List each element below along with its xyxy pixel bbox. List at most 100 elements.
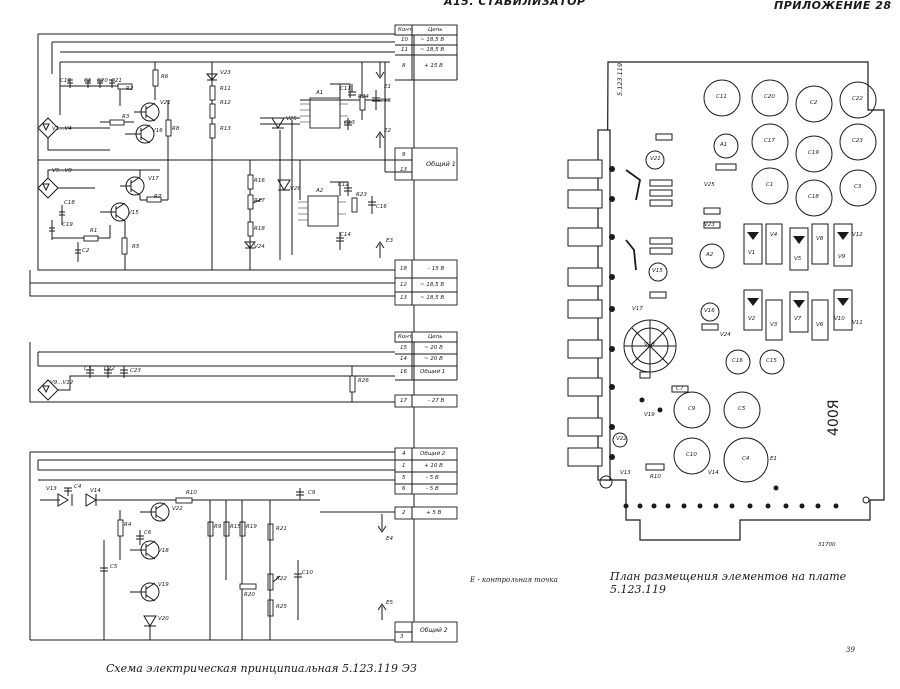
board-cap-c11 — [703, 79, 741, 117]
label-v23: V23 — [220, 70, 231, 76]
board-cap-c23 — [839, 123, 877, 161]
table-middle-circuit: - 27 В — [428, 398, 445, 404]
label-c19: С19 — [62, 222, 73, 228]
schematic-header-title: А15. СТАБИЛИЗАТОР — [444, 0, 586, 8]
table-top-header-contact: Конт. — [398, 27, 414, 33]
label-r10: R10 — [186, 490, 197, 496]
board-label-v24: V24 — [720, 332, 731, 338]
label-e2: Е2 — [384, 128, 391, 134]
label-r2: R2 — [126, 86, 134, 92]
label-r24: R24 — [358, 94, 369, 100]
table-middle-pin: 15 — [400, 345, 407, 351]
board-label-v21: V21 — [650, 156, 661, 162]
board-cap-c19 — [795, 135, 833, 173]
label-r1: R1 — [90, 228, 98, 234]
table-top-header-circuit: Цепь — [428, 27, 443, 33]
table-bottom-circuit: + 10 В — [424, 463, 443, 469]
table-middle-pin: 14 — [400, 356, 407, 362]
board-cap-c9 — [673, 391, 711, 429]
board-label-v9: V9 — [838, 254, 846, 260]
table-top-circuit: Общий 1 — [426, 160, 456, 168]
board-label-a2: А2 — [706, 252, 714, 258]
label-c2: С2 — [82, 248, 90, 254]
label-r22: R22 — [276, 576, 287, 582]
label-c22: С22 — [104, 366, 115, 372]
board-cap-c4 — [723, 437, 769, 483]
board-label-v14: V14 — [708, 470, 719, 476]
table-top-pin: 18 — [400, 266, 407, 272]
board-label-c16: С16 — [732, 358, 743, 364]
table-top-circuit: + 15 В — [424, 63, 443, 69]
label-r17: R17 — [254, 198, 265, 204]
board-label-v17: V17 — [632, 306, 643, 312]
board-label-v6: V6 — [816, 322, 824, 328]
label-c6: С6 — [144, 530, 152, 536]
table-bottom-circuit: Общий 2 — [420, 627, 448, 634]
board-diodes — [743, 223, 853, 341]
board-label-v11: V11 — [852, 320, 863, 326]
label-r9: R9 — [214, 524, 222, 530]
label-r20: R20 — [244, 592, 255, 598]
board-label-c20: С20 — [764, 94, 775, 100]
label-r13: R13 — [220, 126, 231, 132]
table-top-pin: 13 — [400, 295, 407, 301]
label-c15: С15 — [380, 98, 391, 104]
label-r11: R11 — [220, 86, 231, 92]
label-r4: R4 — [124, 522, 132, 528]
board-label-v5: V5 — [794, 256, 802, 262]
board-cap-c5 — [723, 391, 761, 429]
board-label-v15: V15 — [652, 268, 663, 274]
schematic-caption: Схема электрическая принципиальная 5.123… — [106, 662, 417, 675]
label-v14: V14 — [90, 488, 101, 494]
board-label-v7: V7 — [794, 316, 802, 322]
board-label-c3: С3 — [854, 184, 862, 190]
board-cap-c2 — [795, 85, 833, 123]
board-cap-c10 — [673, 437, 711, 475]
table-top-pin: 11 — [401, 47, 408, 53]
label-v24: V24 — [254, 244, 265, 250]
board-label-c2: С2 — [810, 100, 818, 106]
test-point-note: Е - контрольная точка — [470, 576, 558, 584]
label-v25: V25 — [286, 116, 297, 122]
board-label-v12: V12 — [852, 232, 863, 238]
table-top-pin: 9 — [402, 152, 406, 158]
label-c21: С21 — [111, 78, 122, 84]
table-top-pin: 13 — [400, 167, 407, 173]
connector-table-middle — [394, 331, 458, 408]
label-c17: С17 — [60, 78, 71, 84]
label-c9: С9 — [308, 490, 316, 496]
table-top-pin: 12 — [400, 282, 407, 288]
label-c13: С13 — [344, 120, 355, 126]
board-caption: План размещения элементов на плате 5.123… — [610, 570, 847, 596]
table-middle-circuit: ~ 20 В — [424, 356, 443, 362]
table-bottom-pin: 1 — [402, 463, 406, 469]
label-v26: V26 — [290, 186, 301, 192]
label-e1: Е1 — [384, 84, 391, 90]
label-v21: V21 — [160, 100, 171, 106]
table-bottom-pin: 3 — [400, 634, 404, 640]
label-r6: R6 — [161, 74, 169, 80]
board-code-bottom: 31700 — [818, 542, 836, 548]
label-c10: С10 — [302, 570, 313, 576]
table-middle-circuit: ~ 20 В — [424, 345, 443, 351]
board-label-c18: С18 — [808, 194, 819, 200]
board-label-c5: С5 — [738, 406, 746, 412]
table-top-pin: 10 — [401, 37, 408, 43]
board-cap-c17 — [751, 123, 789, 161]
section-5v-10v — [29, 451, 395, 641]
label-e5: Е5 — [386, 600, 393, 606]
table-top-circuit: ~ 18,5 В — [420, 47, 445, 53]
board-label-c23: С23 — [852, 138, 863, 144]
label-r16: R16 — [254, 178, 265, 184]
table-middle-header-contact: Конт. — [398, 334, 414, 340]
label-c20: С20 — [97, 78, 108, 84]
label-r18: R18 — [254, 226, 265, 232]
table-top-pin: 8 — [402, 63, 406, 69]
board-label-v8: V8 — [816, 236, 824, 242]
board-label-c22: С22 — [852, 96, 863, 102]
board-label-c11: С11 — [716, 94, 727, 100]
board-label-v1: V1 — [748, 250, 756, 256]
table-bottom-pin: 2 — [402, 510, 406, 516]
